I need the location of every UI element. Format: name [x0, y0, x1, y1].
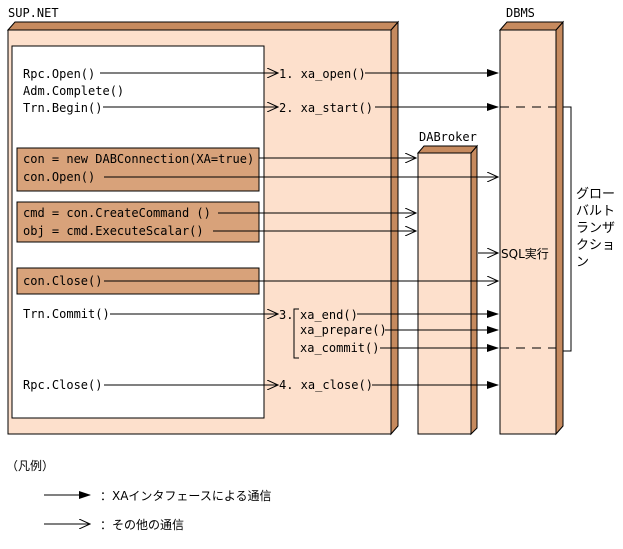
sql-exec-label: SQL実行 [501, 246, 549, 261]
con-new-label: con = new DABConnection(XA=true) [23, 152, 254, 166]
global-tx-bracket [563, 106, 572, 352]
global-tx-label-2: バルト [576, 204, 615, 219]
dbms-box-front [499, 29, 557, 435]
sup-net-box-top [6, 21, 400, 31]
dbms-box [498, 20, 565, 436]
xa-end-label: xa_end() [300, 308, 358, 322]
obj-exec-label: obj = cmd.ExecuteScalar() [23, 224, 204, 238]
step3-bracket [293, 308, 299, 359]
legend-title: （凡例） [6, 459, 54, 473]
con-close-label: con.Close() [23, 274, 102, 288]
dbms-title: DBMS [506, 6, 535, 20]
dbms-box-side [555, 20, 564, 436]
sup-net-box-side [390, 20, 399, 436]
global-tx-label-1: グロー [576, 187, 615, 202]
legend: （凡例） ：XAインタフェースによる通信 ：その他の通信 [6, 459, 271, 532]
dabroker-box-front [417, 152, 472, 435]
rpc-open-label: Rpc.Open() [23, 67, 95, 81]
command-group [16, 201, 260, 243]
global-tx-label-4: クショ [576, 238, 615, 253]
rpc-close-label: Rpc.Close() [23, 378, 102, 392]
dbms-box-top [498, 21, 565, 31]
cmd-create-label: cmd = con.CreateCommand () [23, 206, 211, 220]
step3-label: 3. [279, 308, 293, 322]
legend-xa-label: ：XAインタフェースによる通信 [100, 489, 271, 503]
connection-group [16, 147, 260, 192]
dabroker-box-side [470, 144, 478, 436]
xa-prepare-label: xa_prepare() [300, 323, 387, 337]
xa-close-label: 4. xa_close() [279, 378, 373, 392]
dabroker-title: DABroker [419, 130, 477, 144]
adm-complete-label: Adm.Complete() [23, 84, 124, 98]
trn-commit-label: Trn.Commit() [23, 307, 110, 321]
trn-begin-label: Trn.Begin() [23, 101, 102, 115]
global-tx-label-3: ランザ [576, 221, 615, 236]
sup-net-title: SUP.NET [8, 6, 59, 20]
global-tx-label-5: ン [576, 255, 589, 270]
xa-open-label: 1. xa_open() [279, 67, 366, 81]
xa-start-label: 2. xa_start() [279, 101, 373, 115]
dabroker-box [416, 144, 479, 436]
dabroker-box-top [416, 145, 479, 154]
legend-other-label: ：その他の通信 [100, 518, 184, 532]
xa-commit-label: xa_commit() [300, 341, 379, 355]
con-open-label: con.Open() [23, 170, 95, 184]
